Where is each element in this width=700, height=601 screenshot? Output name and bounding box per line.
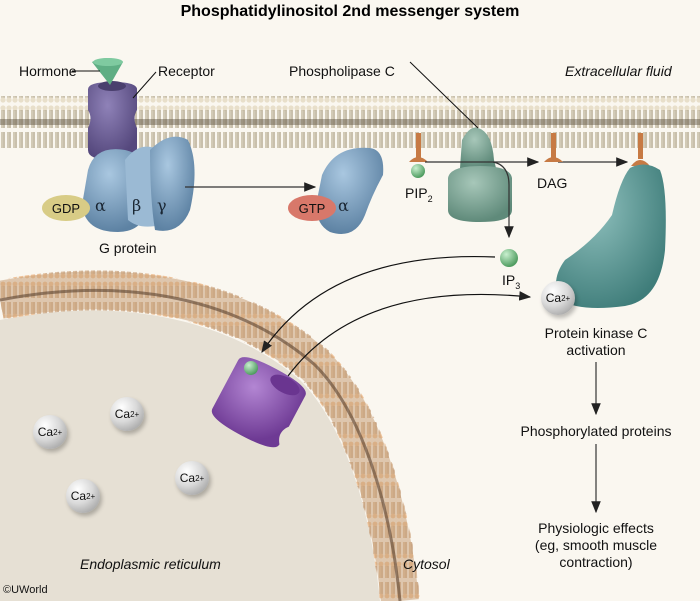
ca-charge: 2+ xyxy=(195,473,205,483)
page-title: Phosphatidylinositol 2nd messenger syste… xyxy=(180,3,520,20)
pip2-text: PIP xyxy=(405,185,428,201)
ip3-subscript: 3 xyxy=(515,281,521,291)
physiologic-effects-label: Physiologic effects (eg, smooth muscle c… xyxy=(516,520,676,571)
gtp-badge-shape xyxy=(288,195,336,221)
dag xyxy=(544,157,563,162)
ca-text: Ca xyxy=(37,425,54,439)
phospholipase-c xyxy=(460,127,496,168)
ip3-receptor-channel xyxy=(211,357,306,448)
receptor-label: Receptor xyxy=(158,63,215,79)
pip2 xyxy=(409,157,428,162)
gdp-badge: GDP xyxy=(51,200,81,216)
ip3-text: IP xyxy=(502,272,516,288)
alpha-active-label: α xyxy=(338,196,349,215)
ca-text: Ca xyxy=(179,471,196,485)
receptor xyxy=(87,82,138,160)
phospholipase-c-label: Phospholipase C xyxy=(289,63,395,79)
gtp-badge: GTP xyxy=(298,200,326,216)
ca-charge: 2+ xyxy=(86,491,96,501)
g-alpha-active xyxy=(316,147,384,234)
pkc-activation-label: Protein kinase C activation xyxy=(526,325,666,359)
phosphorylated-proteins-label: Phosphorylated proteins xyxy=(520,423,672,439)
ca-text: Ca xyxy=(70,489,87,503)
g-protein-gamma xyxy=(150,136,195,231)
copyright: ©UWorld xyxy=(3,584,48,596)
ca-charge: 2+ xyxy=(561,293,571,303)
pip2-subscript: 2 xyxy=(427,194,433,204)
extracellular-fluid-label: Extracellular fluid xyxy=(565,63,672,79)
ca-charge: 2+ xyxy=(53,427,63,437)
beta-subunit-label: β xyxy=(132,196,142,215)
ip3-label: IP3 xyxy=(502,272,520,291)
ca-text: Ca xyxy=(114,407,131,421)
ca-text: Ca xyxy=(545,291,562,305)
endoplasmic-reticulum-label: Endoplasmic reticulum xyxy=(80,556,221,572)
dag-label: DAG xyxy=(537,175,568,191)
pkc-label-line2: activation xyxy=(566,342,626,358)
protein-kinase-c xyxy=(556,164,666,308)
gdp-badge-shape xyxy=(42,195,90,221)
gamma-subunit-label: γ xyxy=(157,196,167,215)
pkc-label-line1: Protein kinase C xyxy=(544,325,648,341)
alpha-subunit-label: α xyxy=(95,196,106,215)
hormone-label: Hormone xyxy=(19,63,77,79)
ip3 xyxy=(500,249,518,267)
physiologic-line1: Physiologic effects xyxy=(538,520,654,536)
pip2-label: PIP2 xyxy=(405,185,433,204)
cytosol-label: Cytosol xyxy=(403,556,450,572)
ip3-bound xyxy=(244,361,258,375)
physiologic-line2: (eg, smooth muscle xyxy=(534,537,658,553)
g-protein-label: G protein xyxy=(99,240,157,256)
physiologic-line3: contraction) xyxy=(559,554,633,570)
ca-charge: 2+ xyxy=(130,409,140,419)
